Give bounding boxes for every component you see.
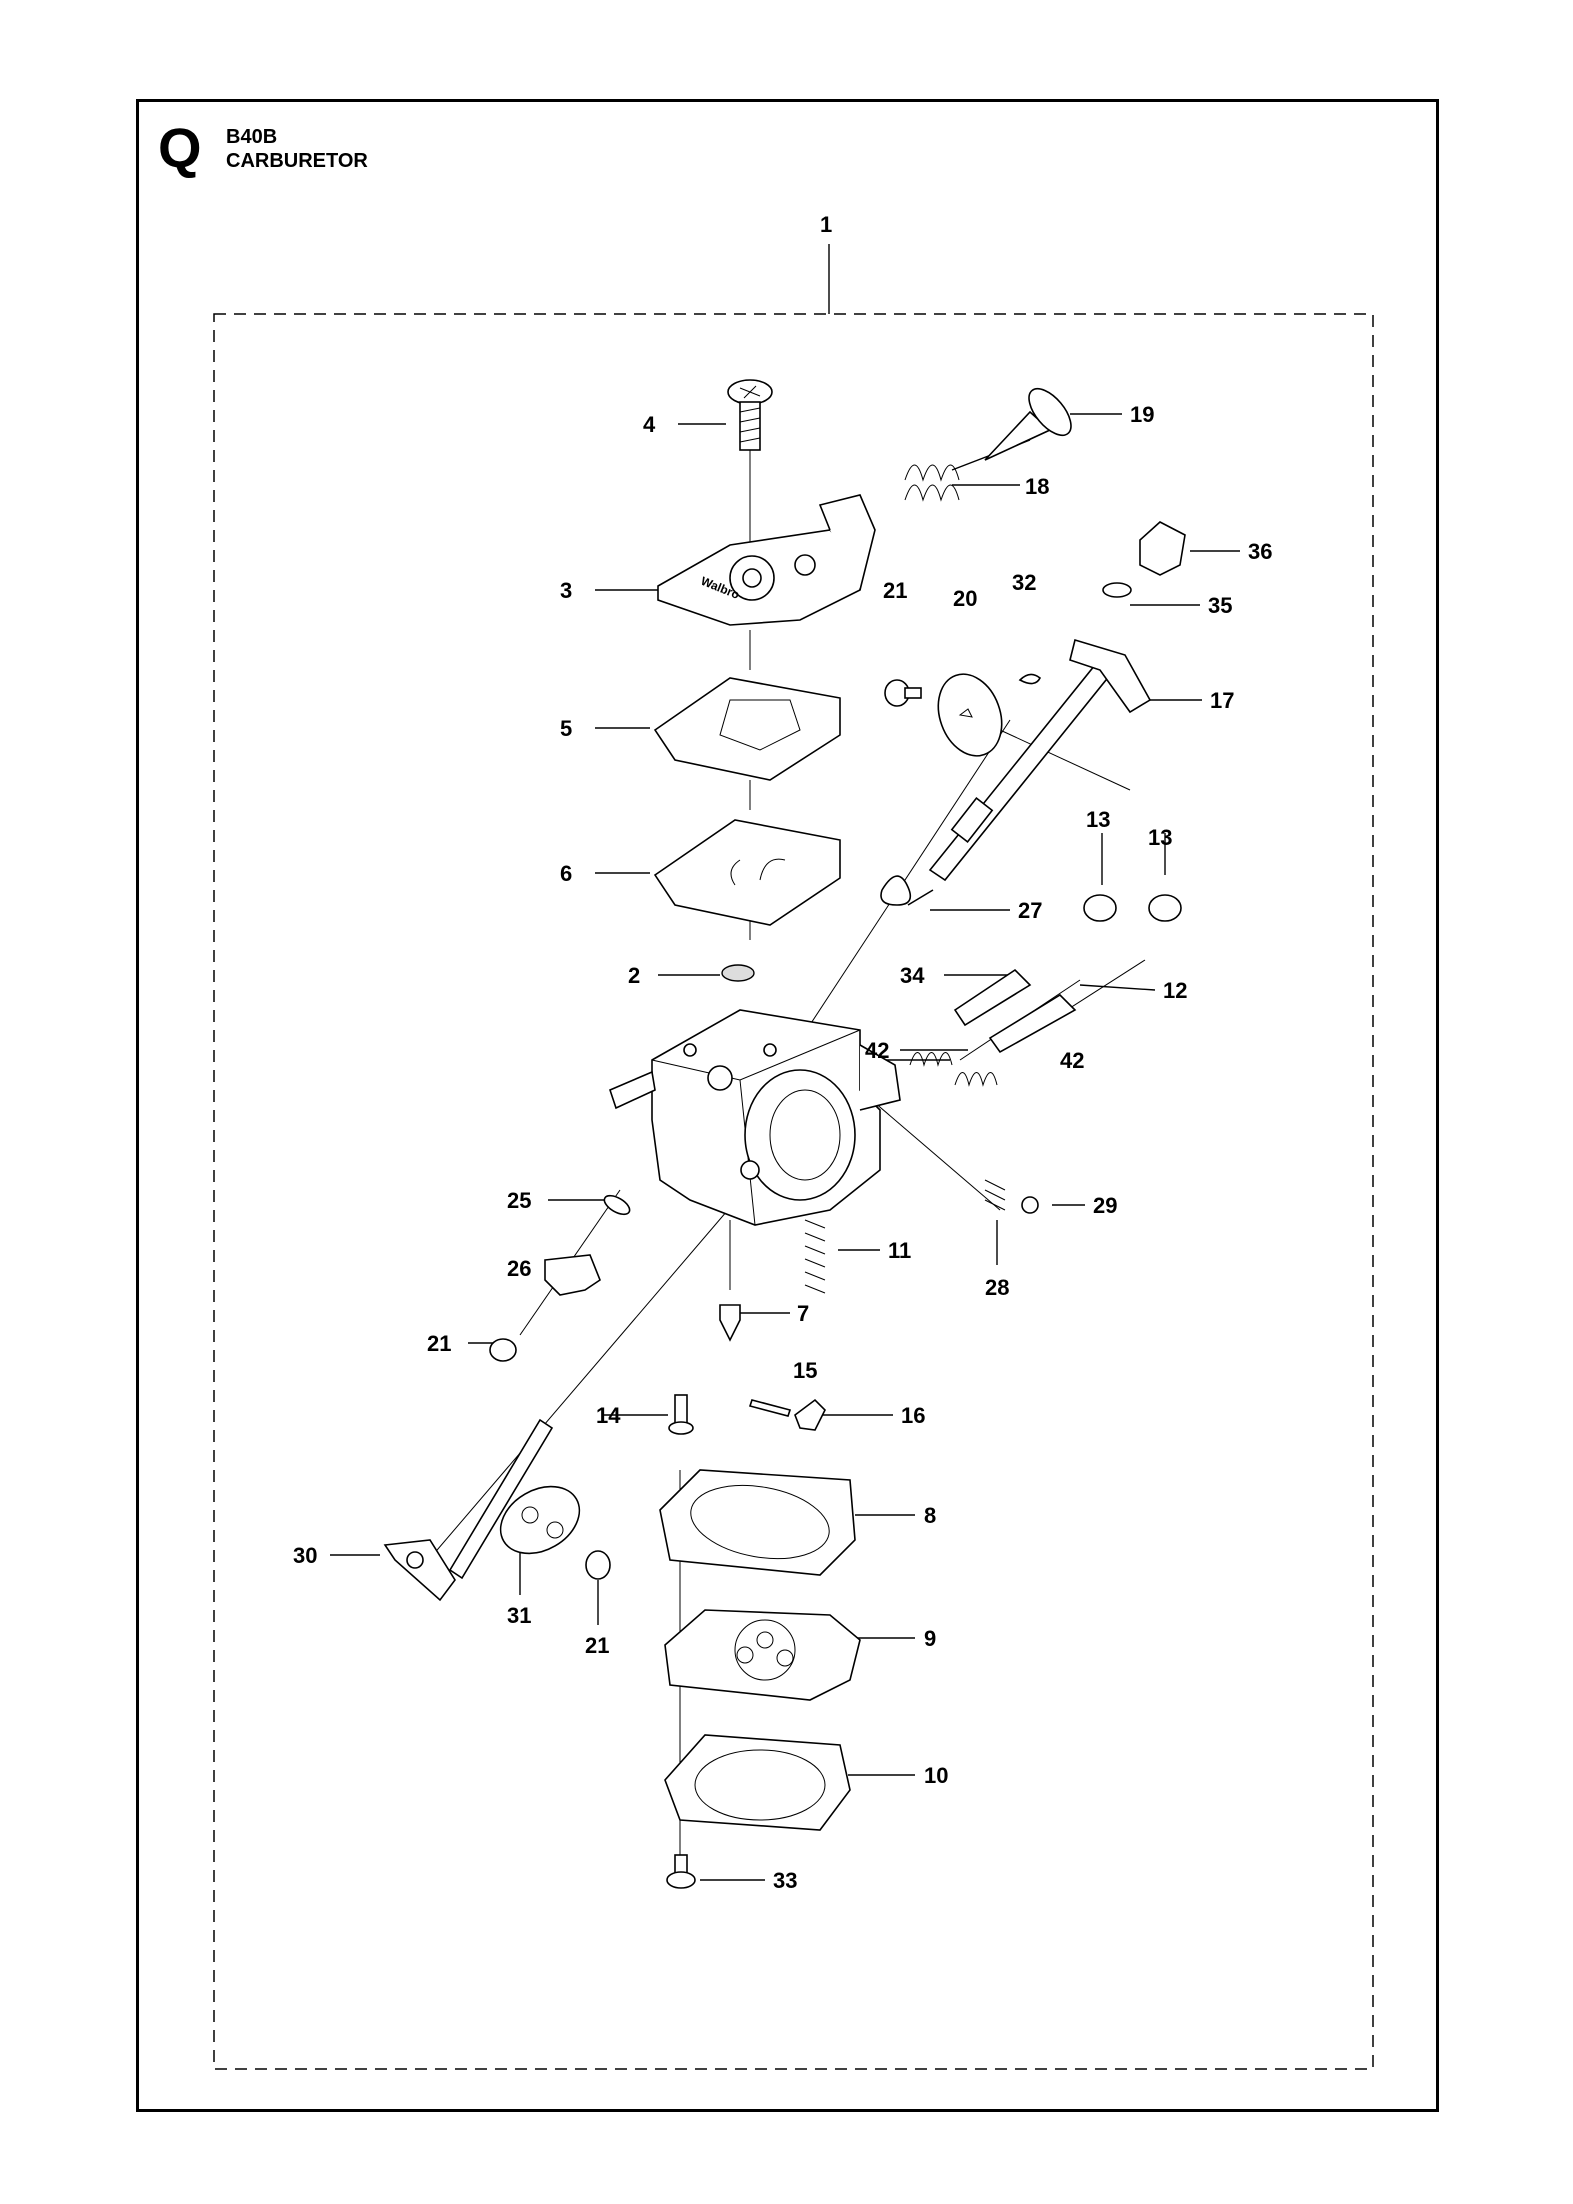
callout-5: 5 [560,716,572,741]
part-29-ball [1021,1196,1039,1214]
part-31-choke-valve [499,1485,581,1555]
part-21-screw-c [585,1550,611,1580]
callout-26: 26 [507,1256,531,1281]
part-36-cap [1139,521,1186,576]
part-4-screw [727,379,773,451]
callout-36: 36 [1248,539,1272,564]
part-6-pump-diaphragm [653,819,841,926]
callout-34: 34 [900,963,925,988]
part-3-pump-cover: Walbro [657,494,876,626]
callout-18: 18 [1025,474,1049,499]
callout-8: 8 [924,1503,936,1528]
part-19-plunger [984,387,1072,461]
callout-21a: 21 [883,578,907,603]
callout-31: 31 [507,1603,531,1628]
part-11-spring [804,1219,826,1294]
part-2-filter-screen [721,964,755,982]
callout-13a: 13 [1086,807,1110,832]
part-14-screw [668,1394,694,1435]
part-9-metering-diaphragm [664,1609,861,1701]
part-8-metering-gasket [659,1469,856,1576]
callout-32: 32 [1012,570,1036,595]
page-frame [136,99,1439,2112]
part-30-choke-shaft [383,1418,554,1602]
callout-2: 2 [628,963,640,988]
assembly-dashed-boundary [213,313,1374,2070]
callout-21c: 21 [585,1633,609,1658]
callout-42b: 42 [1060,1048,1084,1073]
callout-29: 29 [1093,1193,1117,1218]
callout-3: 3 [560,578,572,603]
part-18-spring [904,464,960,502]
part-28-spring [984,1179,1006,1211]
callout-13b: 13 [1148,825,1172,850]
callout-6: 6 [560,861,572,886]
callout-35: 35 [1208,593,1232,618]
callout-14: 14 [596,1403,621,1428]
part-10-metering-cover [664,1734,851,1831]
part-26-choke-lever [544,1254,601,1296]
part-5-pump-gasket [653,677,841,781]
part-21-screw-a [884,679,922,707]
part-33-screw [666,1854,696,1889]
part-13-knob-b [1148,894,1182,922]
callout-33: 33 [773,1868,797,1893]
callout-9: 9 [924,1626,936,1651]
callout-19: 19 [1130,402,1154,427]
part-20-throttle-valve [937,673,1003,757]
part-42-spring-b [954,1072,998,1087]
part-25-clip [603,1194,631,1216]
callout-17: 17 [1210,688,1234,713]
part-27-spring [880,875,934,906]
part-34-needle [953,968,1032,1027]
callout-16: 16 [901,1403,925,1428]
callout-21b: 21 [427,1331,451,1356]
section-title: CARBURETOR [226,150,368,172]
part-42-spring-a [909,1052,953,1067]
callout-10: 10 [924,1763,948,1788]
part-32-clip [1018,673,1042,685]
model-name: B40B [226,126,278,148]
callout-28: 28 [985,1275,1009,1300]
callout-7: 7 [797,1301,809,1326]
callout-11: 11 [888,1238,911,1263]
carburetor-body [609,1009,901,1226]
part-35-washer [1102,582,1132,598]
part-7-inlet-needle [719,1304,741,1342]
callout-4: 4 [643,412,656,437]
assembly-label: 1 [820,212,832,237]
callout-27: 27 [1018,898,1042,923]
callout-labels: 4 19 18 36 3 21 20 32 35 17 5 13 13 6 27… [293,402,1272,1893]
callout-12: 12 [1163,978,1187,1003]
callout-25: 25 [507,1188,531,1213]
callout-42a: 42 [865,1038,889,1063]
section-letter: Q [158,116,202,179]
callout-30: 30 [293,1543,317,1568]
callout-20: 20 [953,586,977,611]
part-12-needle [988,993,1077,1054]
callout-15: 15 [793,1358,817,1383]
part-15-pin [748,1399,792,1417]
part-21-screw-b [489,1338,517,1362]
part-13-knob-a [1083,894,1117,922]
part-16-metering-lever [794,1398,826,1431]
part-17-throttle-shaft [928,638,1152,882]
